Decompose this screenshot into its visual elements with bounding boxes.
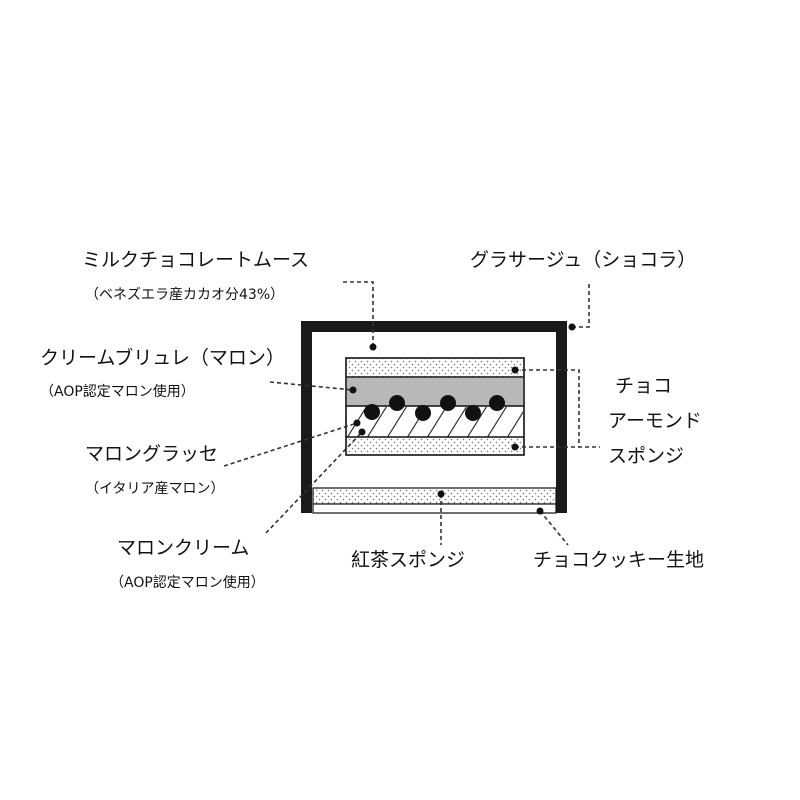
leader-line-glacage	[572, 284, 590, 328]
glacage-frame-top	[301, 321, 567, 332]
label-marron-glace-title: マロングラッセ	[85, 443, 218, 465]
marker-dot-creme-brulee	[349, 386, 357, 394]
marron-glace-piece	[489, 395, 505, 411]
leader-line-marron-glace	[223, 422, 358, 467]
marron-glace-piece	[440, 395, 456, 411]
cookie-base-layer	[312, 503, 557, 514]
leader-line-cookie-base	[539, 510, 569, 546]
leader-line-almond-sponge	[515, 369, 600, 448]
marker-dot-marron-cream	[358, 428, 366, 436]
tea-sponge-layer	[312, 487, 557, 505]
leader-line-milk-mousse	[343, 281, 374, 347]
label-marron-glace-note: （イタリア産マロン）	[85, 481, 224, 497]
marron-glace-piece	[389, 395, 405, 411]
marron-glace-piece	[465, 405, 481, 421]
label-cookie-base: チョコクッキー生地	[533, 549, 704, 571]
label-marron-cream-title: マロンクリーム	[117, 537, 249, 559]
marker-dot-cookie-base	[536, 507, 544, 515]
label-almond-sponge-line3: スポンジ	[608, 445, 684, 467]
label-almond-sponge-line2: アーモンド	[608, 410, 702, 432]
label-milk-mousse-note: （ベネズエラ産カカオ分43%）	[85, 287, 284, 303]
marron-glace-piece	[364, 404, 380, 420]
almond-sponge-top-layer	[347, 359, 523, 377]
marker-dot-marron-glace	[353, 419, 361, 427]
almond-sponge-bottom-layer	[347, 438, 523, 454]
marron-glace-pieces	[364, 395, 505, 421]
label-glacage: グラサージュ（ショコラ）	[470, 249, 696, 271]
marker-dot-glacage	[568, 323, 576, 331]
label-creme-brulee-title: クリームブリュレ（マロン）	[40, 346, 285, 369]
marker-dot-almond-sponge-top	[511, 366, 519, 374]
label-milk-mousse-title: ミルクチョコレートムース	[82, 249, 309, 271]
label-almond-sponge-line1: チョコ	[615, 375, 672, 397]
marron-glace-piece	[415, 405, 431, 421]
marker-dot-almond-sponge-bottom	[511, 443, 519, 451]
leader-line-marron-cream	[265, 431, 363, 534]
label-tea-sponge: 紅茶スポンジ	[351, 549, 465, 571]
marker-dot-tea-sponge	[437, 490, 445, 498]
marker-dot-milk-mousse	[369, 343, 377, 351]
label-creme-brulee-note: （AOP認定マロン使用）	[40, 383, 195, 400]
glacage-frame-left	[301, 321, 312, 513]
glacage-frame-right	[556, 321, 567, 513]
label-marron-cream-note: （AOP認定マロン使用）	[110, 574, 265, 591]
